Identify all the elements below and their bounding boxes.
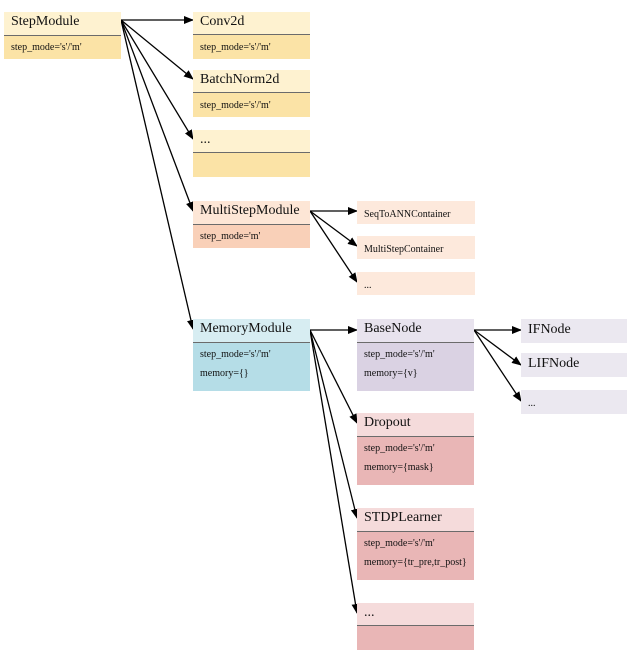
node-title: MultiStepContainer [364,244,444,255]
node-stepmodule: StepModule step_mode='s'/'m' [4,12,121,59]
node-ellipsis-memory: ... [357,603,474,650]
node-attr-step-mode: step_mode='s'/'m' [364,349,435,360]
node-attr-memory: memory={tr_pre,tr_post} [364,557,467,568]
node-title: ... [364,280,372,291]
node-title: STDPLearner [364,510,442,525]
node-lifnode: LIFNode [521,353,627,377]
node-title: SeqToANNContainer [364,209,451,220]
node-divider [357,531,474,532]
node-attr-step-mode: step_mode='s'/'m' [200,349,271,360]
node-conv2d: Conv2d step_mode='s'/'m' [193,12,310,59]
node-attr-memory: memory={v} [364,368,418,379]
node-batchnorm2d: BatchNorm2d step_mode='s'/'m' [193,70,310,117]
node-attr-step-mode: step_mode='s'/'m' [364,443,435,454]
node-multistepcontainer: MultiStepContainer [357,236,475,259]
node-title: BaseNode [364,321,422,336]
node-divider [357,342,474,343]
arrow-from-memory-9 [309,329,358,424]
node-title: ... [528,398,536,409]
node-attr-step-mode: step_mode='s'/'m' [200,100,271,111]
node-seqtoanncontainer: SeqToANNContainer [357,201,475,224]
arrow-from-stepmodule-4 [120,19,195,330]
node-title: MemoryModule [200,321,292,336]
node-attr-step-mode: step_mode='m' [200,231,261,242]
arrow-from-memory-11 [309,329,360,614]
node-ellipsis-multistep: ... [357,272,475,295]
arrow-from-memory-10 [309,329,359,519]
node-stdplearner: STDPLearner step_mode='s'/'m' memory={tr… [357,508,474,580]
node-divider [193,34,310,35]
arrow-from-stepmodule-2 [120,19,194,140]
arrow-from-stepmodule-1 [120,19,194,80]
node-divider [4,35,121,36]
node-memorymodule: MemoryModule step_mode='s'/'m' memory={} [193,319,310,391]
arrow-from-multistep-7 [309,210,358,283]
node-attr-memory: memory={mask} [364,462,434,473]
node-ellipsis-neurons: ... [521,390,627,414]
node-ellipsis-layers: ... [193,130,310,177]
arrow-from-basenode-13 [473,329,522,366]
node-divider [193,342,310,343]
node-title: StepModule [11,14,80,29]
node-ifnode: IFNode [521,319,627,343]
arrow-from-stepmodule-3 [120,19,194,212]
arrow-from-multistep-6 [309,210,358,247]
node-title: ... [200,132,211,147]
node-title: IFNode [528,322,571,337]
node-dropout: Dropout step_mode='s'/'m' memory={mask} [357,413,474,485]
arrow-from-basenode-14 [473,329,522,402]
node-title: MultiStepModule [200,203,300,218]
node-divider [357,436,474,437]
node-title: Dropout [364,415,411,430]
node-divider [357,625,474,626]
node-attr-step-mode: step_mode='s'/'m' [200,42,271,53]
node-attr-step-mode: step_mode='s'/'m' [364,538,435,549]
node-attr-memory: memory={} [200,368,249,379]
node-attr-step-mode: step_mode='s'/'m' [11,42,82,53]
node-multistepmodule: MultiStepModule step_mode='m' [193,201,310,248]
node-divider [193,92,310,93]
node-divider [193,152,310,153]
node-title: LIFNode [528,356,580,371]
node-title: ... [364,605,375,620]
node-title: Conv2d [200,14,245,29]
node-title: BatchNorm2d [200,72,280,87]
node-basenode: BaseNode step_mode='s'/'m' memory={v} [357,319,474,391]
node-divider [193,224,310,225]
